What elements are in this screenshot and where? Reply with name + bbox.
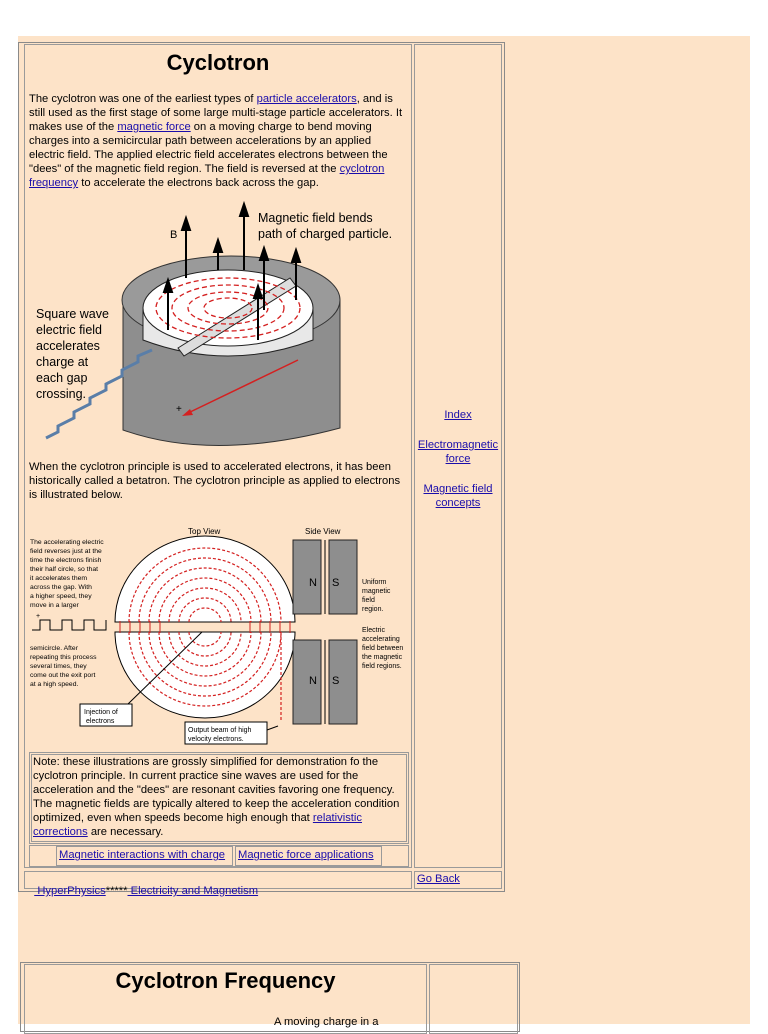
bottom-links-row [29,845,409,867]
side-view-magnets: N S N S [292,539,358,725]
link-magnetic-interactions[interactable]: Magnetic interactions with charge [59,849,226,861]
svg-text:crossing.: crossing. [36,387,86,401]
link-cyclotron-frequency[interactable]: cyclotron frequency [29,163,385,189]
intro-paragraph: The cyclotron was one of the earliest ty… [29,92,409,190]
footer-right-cell [414,871,502,889]
link-electromagnetic-force-2[interactable]: force [445,453,471,465]
note-paragraph: Note: these illustrations are grossly si… [33,755,405,839]
svg-text:semicircle. After: semicircle. After [30,645,79,652]
note-box [29,752,409,844]
betatron-paragraph: When the cyclotron principle is used to … [29,461,401,501]
side-nav: Index Electromagnetic force Magnetic fiel… [414,408,502,526]
betatron-diagram: Top View Side View N S N [30,527,403,745]
link-electromagnetic-force-1[interactable]: Electromagnetic [417,439,499,451]
link-electricity-magnetism[interactable]: Electricity and Magnetism [127,885,259,897]
intro-text-2: , and is still used as the first stage o… [29,93,403,133]
svg-text:field: field [362,597,375,604]
link-magnetic-field-concepts-1[interactable]: Magnetic field [423,483,493,495]
bottom-link-cell-2 [235,846,382,866]
field-arrows [162,200,302,340]
note-text-1: Note: these illustrations are grossly si… [33,756,400,824]
field-b-label: B [170,229,177,241]
square-wave-small: + [32,613,107,631]
spiral-path [128,547,282,720]
svg-text:region.: region. [362,606,383,613]
page-title: Cyclotron [166,50,270,75]
svg-text:S: S [332,675,339,687]
intro-text-4: to accelerate the electrons back across … [78,177,319,189]
footer-links: HyperPhysics***** Electricity and Magnet… [28,873,258,897]
svg-text:come out the exit port: come out the exit port [30,672,95,679]
note-text-2: are necessary. [87,826,164,838]
fig1-plus-label: + [176,404,182,415]
svg-text:the magnetic: the magnetic [362,654,403,661]
link-magnetic-force-applications[interactable]: Magnetic force applications [238,849,374,861]
svg-text:charge at: charge at [36,355,89,369]
square-wave-caption: Square wave electric field accelerates c… [36,307,109,401]
svg-text:Injection of: Injection of [84,709,118,716]
go-back-link[interactable]: Go Back [417,873,460,885]
particle-path [155,277,301,339]
section2-partial-text: A moving charge in a [274,1016,379,1028]
cyclotron-side-cell [414,44,502,868]
top-view-label: Top View [188,527,221,536]
svg-text:field between: field between [362,645,403,652]
svg-text:magnetic: magnetic [362,588,391,595]
svg-text:accelerates: accelerates [36,339,100,353]
intro-text-3: on a moving charge to bend moving charge… [29,121,388,175]
link-magnetic-force[interactable]: magnetic force [117,121,191,133]
svg-text:each gap: each gap [36,371,87,385]
link-relativistic-corrections[interactable]: relativistic corrections [33,812,362,838]
svg-text:move in a larger: move in a larger [30,602,79,609]
svg-text:S: S [332,577,339,589]
svg-text:field regions.: field regions. [362,663,402,670]
svg-text:repeating this process: repeating this process [30,654,97,661]
svg-text:N: N [309,675,317,687]
gap-arrows [119,621,291,633]
svg-text:at a high speed.: at a high speed. [30,681,78,688]
injection-box: Injection of electrons [79,631,203,727]
link-hyperphysics[interactable]: HyperPhysics [34,885,106,897]
cyclotron-outer-table [18,42,505,892]
svg-text:velocity electrons.: velocity electrons. [188,736,244,743]
footer-stars: ***** [105,885,128,897]
intro-text-1: The cyclotron was one of the earliest ty… [29,93,257,105]
svg-text:Output beam of high: Output beam of high [188,727,252,734]
svg-text:accelerating: accelerating [362,636,400,643]
svg-text:Square wave: Square wave [36,307,109,321]
output-box: Output beam of high velocity electrons. [184,721,279,745]
svg-text:electric field: electric field [36,323,102,337]
footer-left-cell [24,871,412,889]
svg-text:their half circle, so that: their half circle, so that [30,566,98,573]
svg-text:+: + [36,613,40,620]
exit-beam: + [176,359,299,416]
cyclotron-main-cell [24,44,412,868]
page-background [18,36,750,1024]
svg-text:it accelerates them: it accelerates them [30,575,87,582]
svg-text:a higher speed, they: a higher speed, they [30,593,92,600]
svg-text:N: N [309,577,317,589]
svg-text:field reverses just at the: field reverses just at the [30,548,102,555]
callout-line-2: path of charged particle. [258,227,392,241]
link-magnetic-field-concepts-2[interactable]: concepts [435,497,481,509]
left-caption: The accelerating electric field reverses… [30,539,104,688]
svg-text:The accelerating electric: The accelerating electric [30,539,104,546]
svg-text:across the gap. With: across the gap. With [30,584,92,591]
square-wave [45,348,153,440]
side-view-label: Side View [305,527,341,536]
svg-text:several times, they: several times, they [30,663,87,670]
side-view-labels: Uniform magnetic field region. Electric … [362,579,403,670]
cyclotron-dee-illustration: + B Magnetic field bends path of charged… [36,200,392,446]
bottom-link-cell-1 [56,846,233,866]
svg-text:Electric: Electric [362,627,385,634]
svg-text:electrons: electrons [86,718,115,725]
top-view-dees [114,535,296,719]
callout-line-1: Magnetic field bends [258,211,373,225]
link-index[interactable]: Index [444,409,472,421]
section2-title: Cyclotron Frequency [115,968,336,993]
svg-text:Uniform: Uniform [362,579,387,586]
link-particle-accelerators[interactable]: particle accelerators [256,93,357,105]
svg-text:time the electrons finish: time the electrons finish [30,557,102,564]
